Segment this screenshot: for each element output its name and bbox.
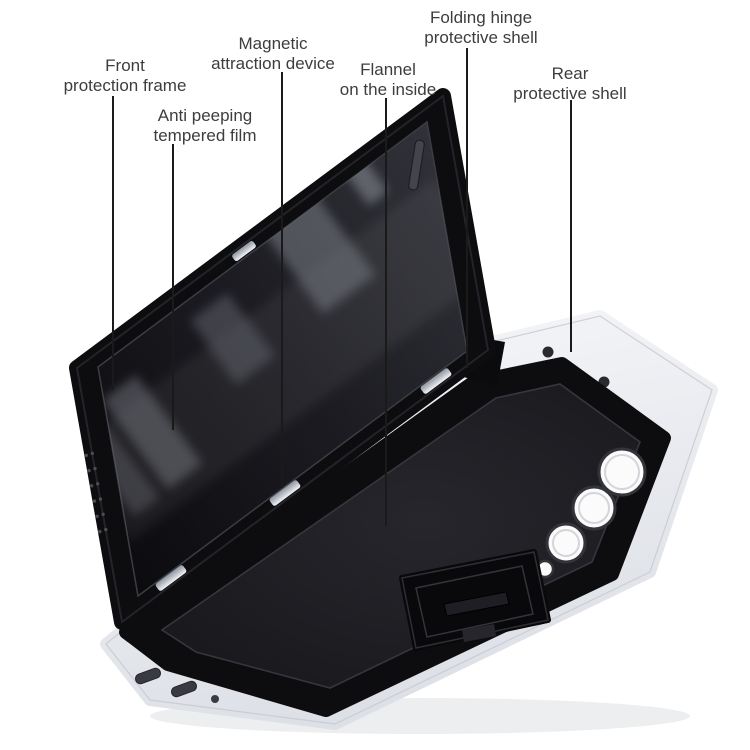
annotation-text: Anti peeping [157, 106, 253, 125]
annotation-magnetic: Magnetic attraction device [211, 34, 335, 74]
annotation-text: protection frame [63, 76, 187, 96]
grip-dots [84, 451, 108, 534]
annotation-text: Front [105, 56, 145, 75]
annotation-text: protective shell [424, 28, 538, 48]
leader-line-folding-hinge [466, 48, 468, 368]
annotation-rear-shell: Rear protective shell [513, 64, 626, 104]
annotation-text: Folding hinge [429, 8, 533, 27]
port-cutouts [134, 667, 219, 703]
leader-line-rear-shell [570, 100, 572, 352]
annotation-text: Flannel [360, 60, 416, 79]
annotation-text: attraction device [211, 54, 335, 74]
annotation-flannel: Flannel on the inside [340, 60, 436, 100]
camera-cutouts [535, 447, 647, 579]
annotation-text: on the inside [339, 80, 437, 100]
annotation-anti-peeping: Anti peeping tempered film [154, 106, 257, 146]
front-camera-notch [408, 139, 425, 191]
annotation-text: protective shell [513, 84, 627, 104]
leader-line-flannel [385, 98, 387, 526]
annotation-text: Rear [551, 64, 589, 83]
annotation-folding-hinge: Folding hinge protective shell [424, 8, 537, 48]
leader-line-anti-peeping [172, 144, 174, 430]
magnetic-strips [155, 241, 452, 591]
annotation-text: tempered film [153, 126, 257, 146]
annotation-front-frame: Front protection frame [64, 56, 187, 96]
screw-hole [542, 346, 554, 358]
leader-line-magnetic [281, 72, 283, 488]
rear-protective-shell [119, 357, 671, 717]
leader-line-front-frame [112, 96, 114, 390]
annotation-text: Magnetic [238, 34, 308, 53]
kickstand [399, 549, 551, 651]
